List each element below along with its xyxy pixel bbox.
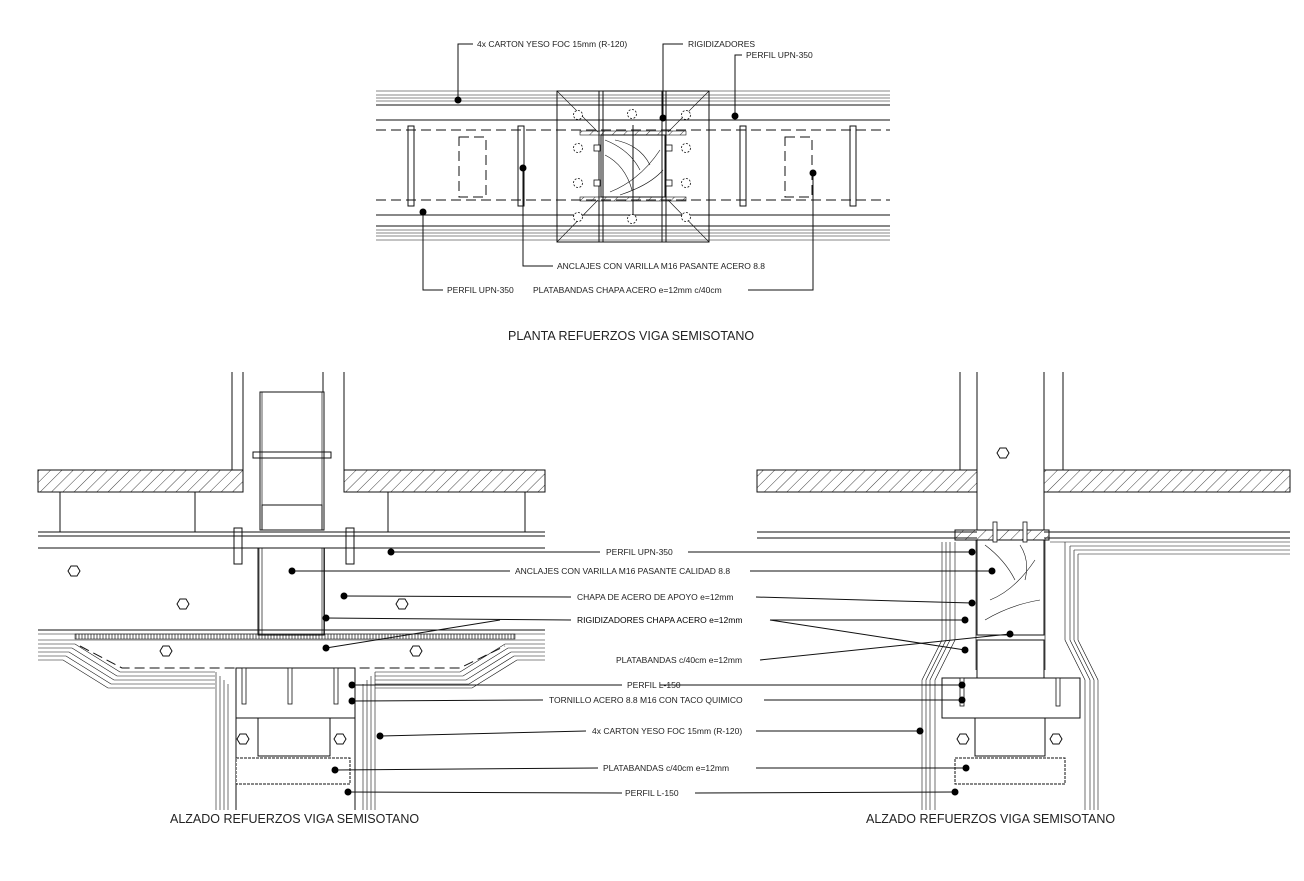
left-elevation: ALZADO REFUERZOS VIGA SEMISOTANO (37, 372, 546, 826)
plan-label-platabandas: PLATABANDAS CHAPA ACERO e=12mm c/40cm (533, 285, 722, 295)
label-perfil-l150-2: PERFIL L-150 (625, 788, 679, 798)
plan-leaders (419, 43, 817, 291)
elevation-leaders (288, 548, 1014, 796)
plan-label-perfil-upn-bottom: PERFIL UPN-350 (447, 285, 514, 295)
left-elevation-title: ALZADO REFUERZOS VIGA SEMISOTANO (170, 812, 419, 826)
left-bolts (67, 565, 423, 745)
label-tornillo: TORNILLO ACERO 8.8 M16 CON TACO QUIMICO (549, 695, 743, 705)
left-upn-plate (233, 527, 355, 636)
right-elevation-title: ALZADO REFUERZOS VIGA SEMISOTANO (866, 812, 1115, 826)
left-slab (37, 469, 546, 549)
plan-title: PLANTA REFUERZOS VIGA SEMISOTANO (508, 329, 754, 343)
label-carton: 4x CARTON YESO FOC 15mm (R-120) (592, 726, 742, 736)
plan-label-carton: 4x CARTON YESO FOC 15mm (R-120) (477, 39, 627, 49)
label-platabandas-1: PLATABANDAS c/40cm e=12mm (616, 655, 742, 665)
label-perfil-upn-350: PERFIL UPN-350 (606, 547, 673, 557)
plan-plates (458, 136, 813, 198)
elevation-labels: PERFIL UPN-350 ANCLAJES CON VARILLA M16 … (515, 547, 743, 798)
label-anclajes: ANCLAJES CON VARILLA M16 PASANTE CALIDAD… (515, 566, 730, 576)
label-rigidizadores: RIGIDIZADORES CHAPA ACERO e=12mm (577, 615, 742, 625)
left-column (231, 372, 345, 531)
label-chapa-apoyo: CHAPA DE ACERO DE APOYO e=12mm (577, 592, 733, 602)
plan-anchor-rods (407, 125, 857, 207)
left-i-beams (50, 491, 535, 533)
label-platabandas-2: PLATABANDAS c/40cm e=12mm (603, 763, 729, 773)
plan-bottom-board-layers (376, 214, 890, 241)
label-perfil-l150-1: PERFIL L-150 (627, 680, 681, 690)
left-bottom-flange (38, 629, 545, 689)
right-elevation: ALZADO REFUERZOS VIGA SEMISOTANO (756, 372, 1291, 826)
plan-label-perfil-upn-top: PERFIL UPN-350 (746, 50, 813, 60)
plan-column-box (556, 90, 710, 243)
plan-view: 4x CARTON YESO FOC 15mm (R-120) RIGIDIZA… (376, 39, 890, 343)
plan-label-rigidizadores: RIGIDIZADORES (688, 39, 755, 49)
plan-top-board-layers (376, 90, 890, 121)
left-lower-column (215, 667, 376, 810)
plan-label-anclajes: ANCLAJES CON VARILLA M16 PASANTE ACERO 8… (557, 261, 765, 271)
